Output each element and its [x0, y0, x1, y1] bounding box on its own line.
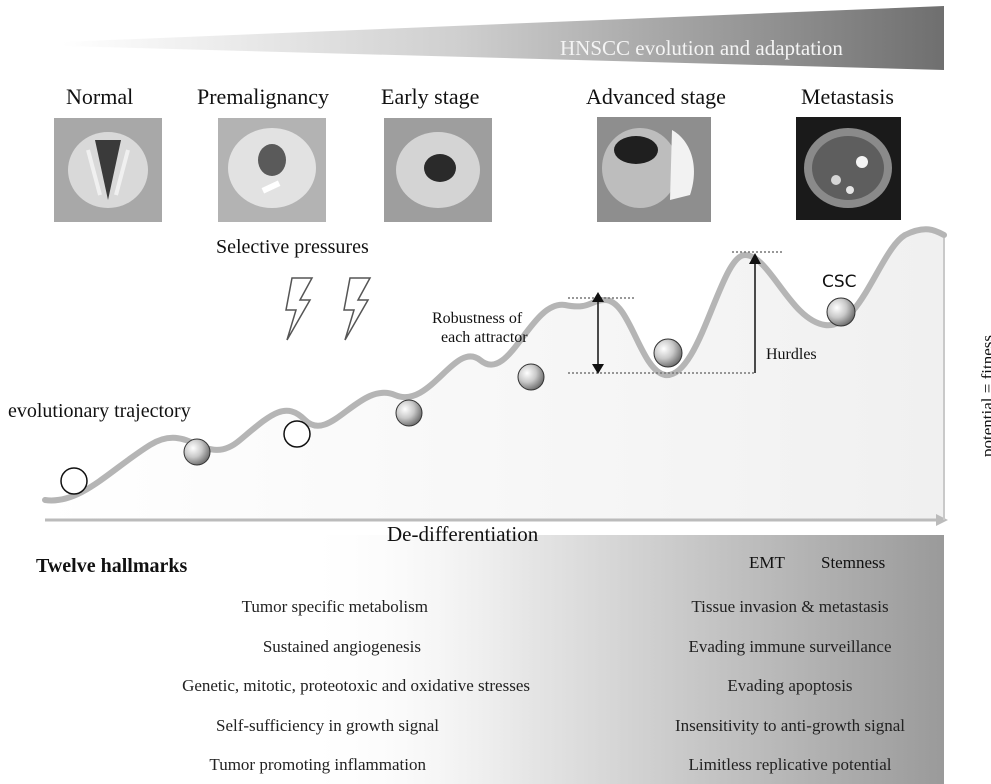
lightning-icon: [344, 278, 370, 340]
hallmark-left-5: Tumor promoting inflammation: [209, 755, 426, 775]
state-ball: [396, 400, 422, 426]
trajectory-label: evolutionary trajectory: [8, 400, 191, 423]
robustness-label-line2: each attractor: [441, 329, 528, 347]
y-axis-label: potential = fitness: [978, 311, 991, 481]
state-ball: [518, 364, 544, 390]
selective-pressures-label: Selective pressures: [216, 236, 369, 259]
hallmark-left-3: Genetic, mitotic, proteotoxic and oxidat…: [182, 676, 530, 696]
stemness-label: Stemness: [821, 553, 885, 573]
csc-label: CSC: [822, 272, 857, 292]
hallmark-left-4: Self-sufficiency in growth signal: [216, 716, 439, 736]
metastasis-image: [796, 117, 901, 220]
advanced-stage-image: [597, 117, 711, 222]
premalignancy-image: [218, 118, 326, 222]
hurdles-label: Hurdles: [766, 346, 817, 364]
state-ball: [654, 339, 682, 367]
state-ball: [184, 439, 210, 465]
emt-label: EMT: [749, 553, 785, 573]
hallmark-left-1: Tumor specific metabolism: [242, 597, 428, 617]
stage-label-metastasis: Metastasis: [801, 84, 894, 110]
state-ball: [284, 421, 310, 447]
robustness-label-line1: Robustness of: [432, 310, 522, 328]
stage-label-advanced-stage: Advanced stage: [586, 84, 726, 110]
hallmark-right-4: Insensitivity to anti-growth signal: [600, 716, 980, 736]
hallmark-right-5: Limitless replicative potential: [600, 755, 980, 775]
early-stage-image: [384, 118, 492, 222]
banner-title: HNSCC evolution and adaptation: [560, 36, 940, 61]
stage-label-early-stage: Early stage: [381, 84, 479, 110]
csc-ball: [827, 298, 855, 326]
hallmark-right-1: Tissue invasion & metastasis: [600, 597, 980, 617]
lightning-icon: [286, 278, 312, 340]
hallmark-right-2: Evading immune surveillance: [600, 637, 980, 657]
hallmark-right-3: Evading apoptosis: [600, 676, 980, 696]
normal-image: [54, 118, 162, 222]
landscape-fill: [45, 229, 944, 520]
stage-label-normal: Normal: [66, 84, 133, 110]
stage-label-premalignancy: Premalignancy: [197, 84, 329, 110]
hallmark-left-2: Sustained angiogenesis: [263, 637, 421, 657]
hallmarks-title: Twelve hallmarks: [36, 555, 187, 578]
state-ball: [61, 468, 87, 494]
x-axis-label: De-differentiation: [387, 522, 538, 547]
